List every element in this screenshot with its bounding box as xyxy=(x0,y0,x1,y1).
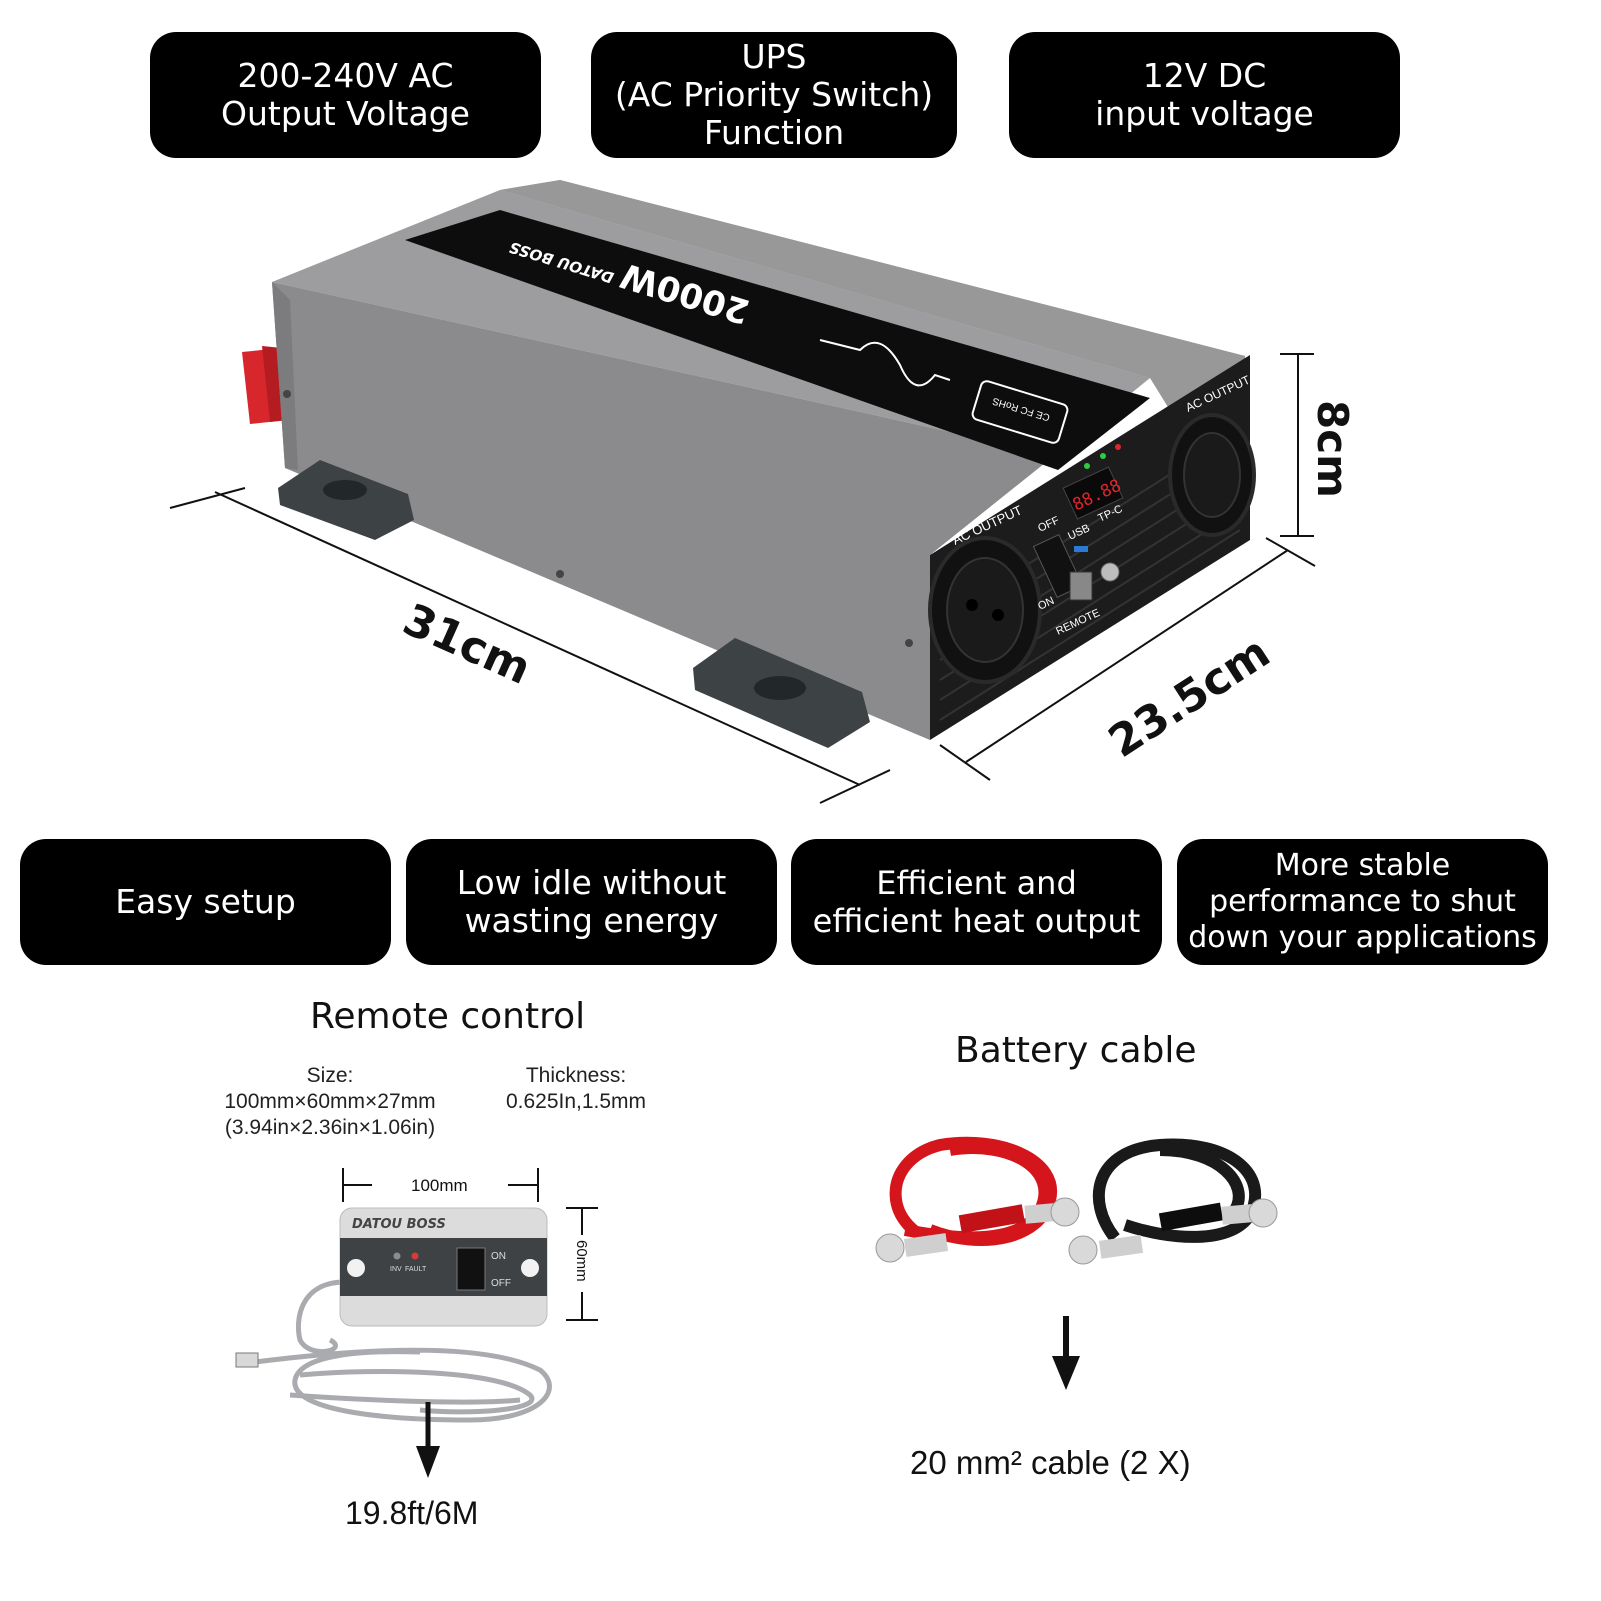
feature-line: 12V DC xyxy=(1142,56,1267,95)
feature-line: wasting energy xyxy=(464,901,719,940)
digital-display xyxy=(1062,466,1124,520)
black-battery-cable xyxy=(1092,1138,1262,1243)
feature-line: More stable xyxy=(1274,848,1451,883)
led-green-1 xyxy=(1084,463,1090,469)
led-green-2 xyxy=(1100,453,1106,459)
label-band xyxy=(405,210,1150,470)
feature-line: (AC Priority Switch) xyxy=(614,75,934,114)
red-cable-lugs xyxy=(875,1197,1080,1263)
feature-line: efficient heat output xyxy=(812,902,1141,940)
size-mm: 100mm×60mm×27mm xyxy=(224,1090,436,1113)
remote-thickness-spec: Thickness: 0.625In,1.5mm xyxy=(486,1063,666,1115)
feature-line: performance to shut xyxy=(1209,884,1516,919)
remote-fault-label: FAULT xyxy=(405,1266,427,1273)
dimension-height: 8cm xyxy=(1308,400,1357,498)
cable-length-caption: 19.8ft/6M xyxy=(345,1495,479,1531)
remote-height-dim: 60mm xyxy=(573,1240,590,1282)
usb-port xyxy=(1074,546,1088,552)
battery-heading: Battery cable xyxy=(955,1030,1197,1071)
feature-pill-ac-output: 200-240V AC Output Voltage xyxy=(150,32,541,158)
black-cable-lugs xyxy=(1068,1198,1278,1265)
remote-cable xyxy=(254,1279,552,1423)
feature-pill-ups: UPS (AC Priority Switch) Function xyxy=(591,32,957,158)
remote-width-dim: 100mm xyxy=(411,1176,468,1195)
dimension-width: 23.5cm xyxy=(1100,627,1279,768)
feature-line: input voltage xyxy=(1095,94,1314,133)
feature-line: down your applications xyxy=(1188,920,1537,955)
feature-pill-stable-performance: More stable performance to shut down you… xyxy=(1177,839,1548,965)
remote-body xyxy=(339,1207,548,1327)
remote-dim-lines xyxy=(342,1168,598,1321)
feature-line: Low idle without xyxy=(456,863,727,902)
case-side xyxy=(272,282,1055,740)
thickness-title: Thickness: xyxy=(525,1064,627,1087)
feature-line: 200-240V AC xyxy=(237,56,454,95)
remote-size-spec: Size: 100mm×60mm×27mm (3.94in×2.36in×1.0… xyxy=(200,1063,460,1141)
remote-brand: DATOU BOSS xyxy=(352,1217,446,1232)
screw xyxy=(283,390,291,398)
dimension-length: 31cm xyxy=(396,594,538,695)
remote-inv-label: INV xyxy=(390,1266,402,1273)
size-in: (3.94in×2.36in×1.06in) xyxy=(224,1116,436,1139)
ground-screw xyxy=(1100,562,1120,582)
feature-line: Output Voltage xyxy=(221,94,470,133)
feature-line: Easy setup xyxy=(115,882,296,921)
sine-wave-icon xyxy=(819,339,951,387)
feature-pill-dc-input: 12V DC input voltage xyxy=(1009,32,1400,158)
feature-pill-low-idle: Low idle without wasting energy xyxy=(406,839,777,965)
remote-port xyxy=(1069,571,1093,601)
led-red xyxy=(1115,444,1121,450)
screw xyxy=(905,639,913,647)
thickness-value: 0.625In,1.5mm xyxy=(505,1090,647,1113)
remote-on-label: ON xyxy=(491,1251,506,1262)
feature-pill-easy-setup: Easy setup xyxy=(20,839,391,965)
ac-outlet-right xyxy=(1168,413,1256,537)
feature-pill-heat-output: Efficient and efficient heat output xyxy=(791,839,1162,965)
screw xyxy=(556,570,564,578)
rj11-plug xyxy=(235,1352,259,1368)
feature-line: Function xyxy=(703,113,845,152)
ac-outlet-left xyxy=(928,536,1042,684)
remote-down-arrow xyxy=(416,1402,440,1478)
remote-off-label: OFF xyxy=(491,1278,511,1289)
feature-line: UPS xyxy=(741,37,807,76)
battery-down-arrow xyxy=(1052,1316,1080,1390)
mounting-foot-right xyxy=(693,638,870,748)
feature-line: Efficient and xyxy=(876,864,1077,902)
cert-box xyxy=(971,380,1069,444)
dimension-lines xyxy=(169,353,1316,804)
size-title: Size: xyxy=(306,1064,354,1087)
battery-caption: 20 mm² cable (2 X) xyxy=(910,1444,1191,1481)
mounting-foot-left xyxy=(278,460,414,540)
remote-heading: Remote control xyxy=(310,996,586,1037)
